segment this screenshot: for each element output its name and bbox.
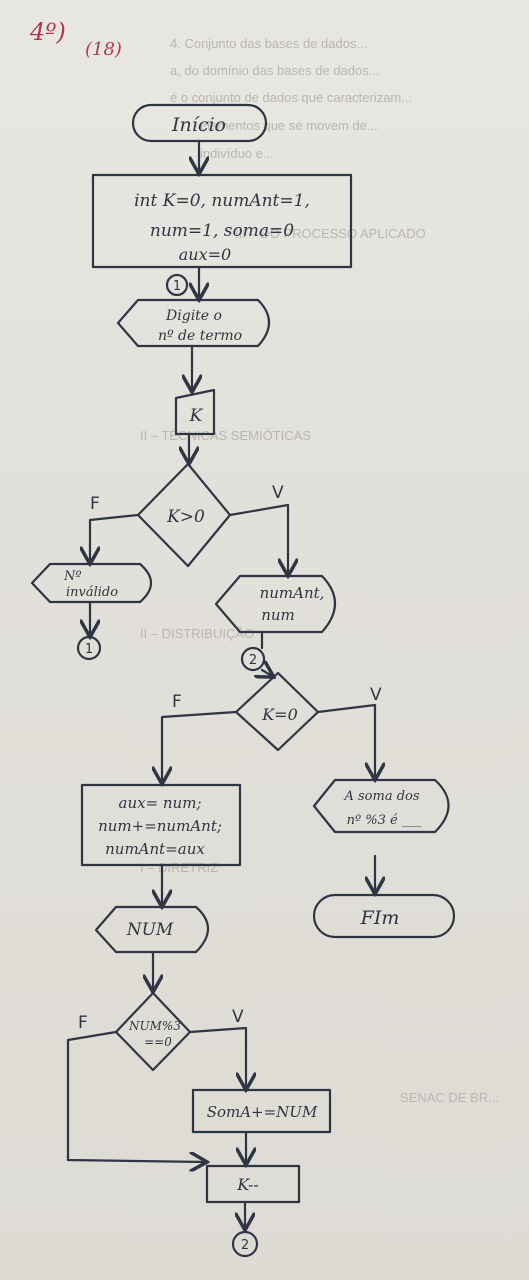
branch-true-2: V — [370, 685, 382, 705]
branch-false-1: F — [90, 494, 100, 514]
prompt-line-1: Digite o — [165, 308, 222, 324]
branch-true-3: V — [232, 1007, 244, 1027]
output-line-2: num — [261, 606, 295, 624]
score-label: (18) — [85, 39, 122, 60]
branch-false-3: F — [78, 1013, 88, 1033]
arrow-k0-true — [316, 703, 375, 778]
decrement-box — [205, 1164, 301, 1204]
num-display-label: NUM — [126, 920, 174, 940]
connector-1b-label: 1 — [85, 642, 93, 657]
output-line-1: numAnt, — [260, 584, 325, 602]
arrow-k-true — [228, 503, 288, 574]
exercise-number: 4º) — [29, 18, 66, 46]
connector-1b-circle — [76, 635, 102, 661]
init-line-3: aux=0 — [179, 245, 231, 264]
decrement-label: K-- — [236, 1175, 259, 1194]
arrow-k0-false — [162, 710, 238, 782]
connector-1-circle — [165, 273, 189, 297]
arrow-num-true — [188, 1026, 246, 1088]
ghost-line-10: SENAC DE BR... — [400, 1090, 499, 1105]
init-process-box — [91, 173, 353, 269]
input-k-label: K — [189, 406, 204, 426]
branch-true-1: V — [272, 483, 284, 503]
invalid-line-2: inválido — [66, 585, 118, 600]
arrow-k-false — [90, 513, 140, 562]
init-line-1: int K=0, numAnt=1, — [134, 191, 310, 211]
ghost-line-4: elementos que se movem de... — [200, 118, 378, 133]
ghost-line-3: é o conjunto de dados que caracterizam..… — [170, 90, 412, 105]
ghost-line-8: II – DISTRIBUIÇÃO — [140, 626, 254, 641]
result-line-2: nº %3 é ___ — [347, 813, 422, 828]
connector-1-label: 1 — [173, 279, 181, 294]
decision-num-line-2: ==0 — [144, 1035, 172, 1049]
prompt-line-2: nº de termo — [158, 328, 242, 344]
input-k-shape — [174, 388, 216, 436]
ghost-line-1: 4. Conjunto das bases de dados... — [170, 36, 367, 51]
calc-line-2: num+=numAnt; — [98, 817, 222, 835]
decision-k-positive-label: K>0 — [166, 507, 205, 527]
invalid-line-1: Nº — [63, 569, 82, 584]
calc-line-3: numAnt=aux — [105, 840, 205, 858]
ghost-line-5: indivíduo e... — [200, 146, 274, 161]
result-display — [312, 778, 450, 834]
output-display-1 — [214, 574, 336, 634]
end-terminator — [312, 893, 456, 939]
ghost-line-9: I – DIRETRIZ — [140, 860, 218, 875]
invalid-display — [30, 562, 153, 604]
ghost-line-7: II – TÉCNICAS SEMIÓTICAS — [140, 428, 311, 443]
connector-2-label: 2 — [249, 653, 257, 668]
num-display — [94, 905, 210, 954]
calc-line-1: aux= num; — [119, 794, 202, 812]
start-label: Início — [171, 114, 226, 136]
arrow-num-false — [66, 1030, 205, 1162]
connector-2b-circle — [231, 1230, 259, 1258]
decision-k-zero — [234, 671, 320, 752]
ghost-line-6: III – DO PROCESSO APLICADO — [235, 226, 426, 241]
soma-label: SomA+=NUM — [207, 1103, 318, 1121]
end-label: FIm — [360, 907, 400, 929]
decision-num-mod — [114, 991, 192, 1072]
show-through-text: 4. Conjunto das bases de dados... a, do … — [140, 36, 499, 1105]
prompt-display — [116, 298, 271, 348]
init-line-2: num=1, soma=0 — [150, 221, 294, 241]
decision-num-line-1: NUM%3 — [128, 1019, 181, 1033]
result-line-1: A soma dos — [343, 789, 419, 804]
connector-2-circle — [240, 646, 266, 672]
soma-process-box — [191, 1088, 332, 1134]
ghost-line-2: a, do domínio das bases de dados... — [170, 63, 380, 78]
connector-2b-label: 2 — [241, 1238, 249, 1253]
decision-k-zero-label: K=0 — [261, 705, 298, 724]
arrow-connector-cond — [262, 670, 272, 676]
decision-k-positive — [136, 462, 232, 568]
branch-false-2: F — [172, 692, 182, 712]
